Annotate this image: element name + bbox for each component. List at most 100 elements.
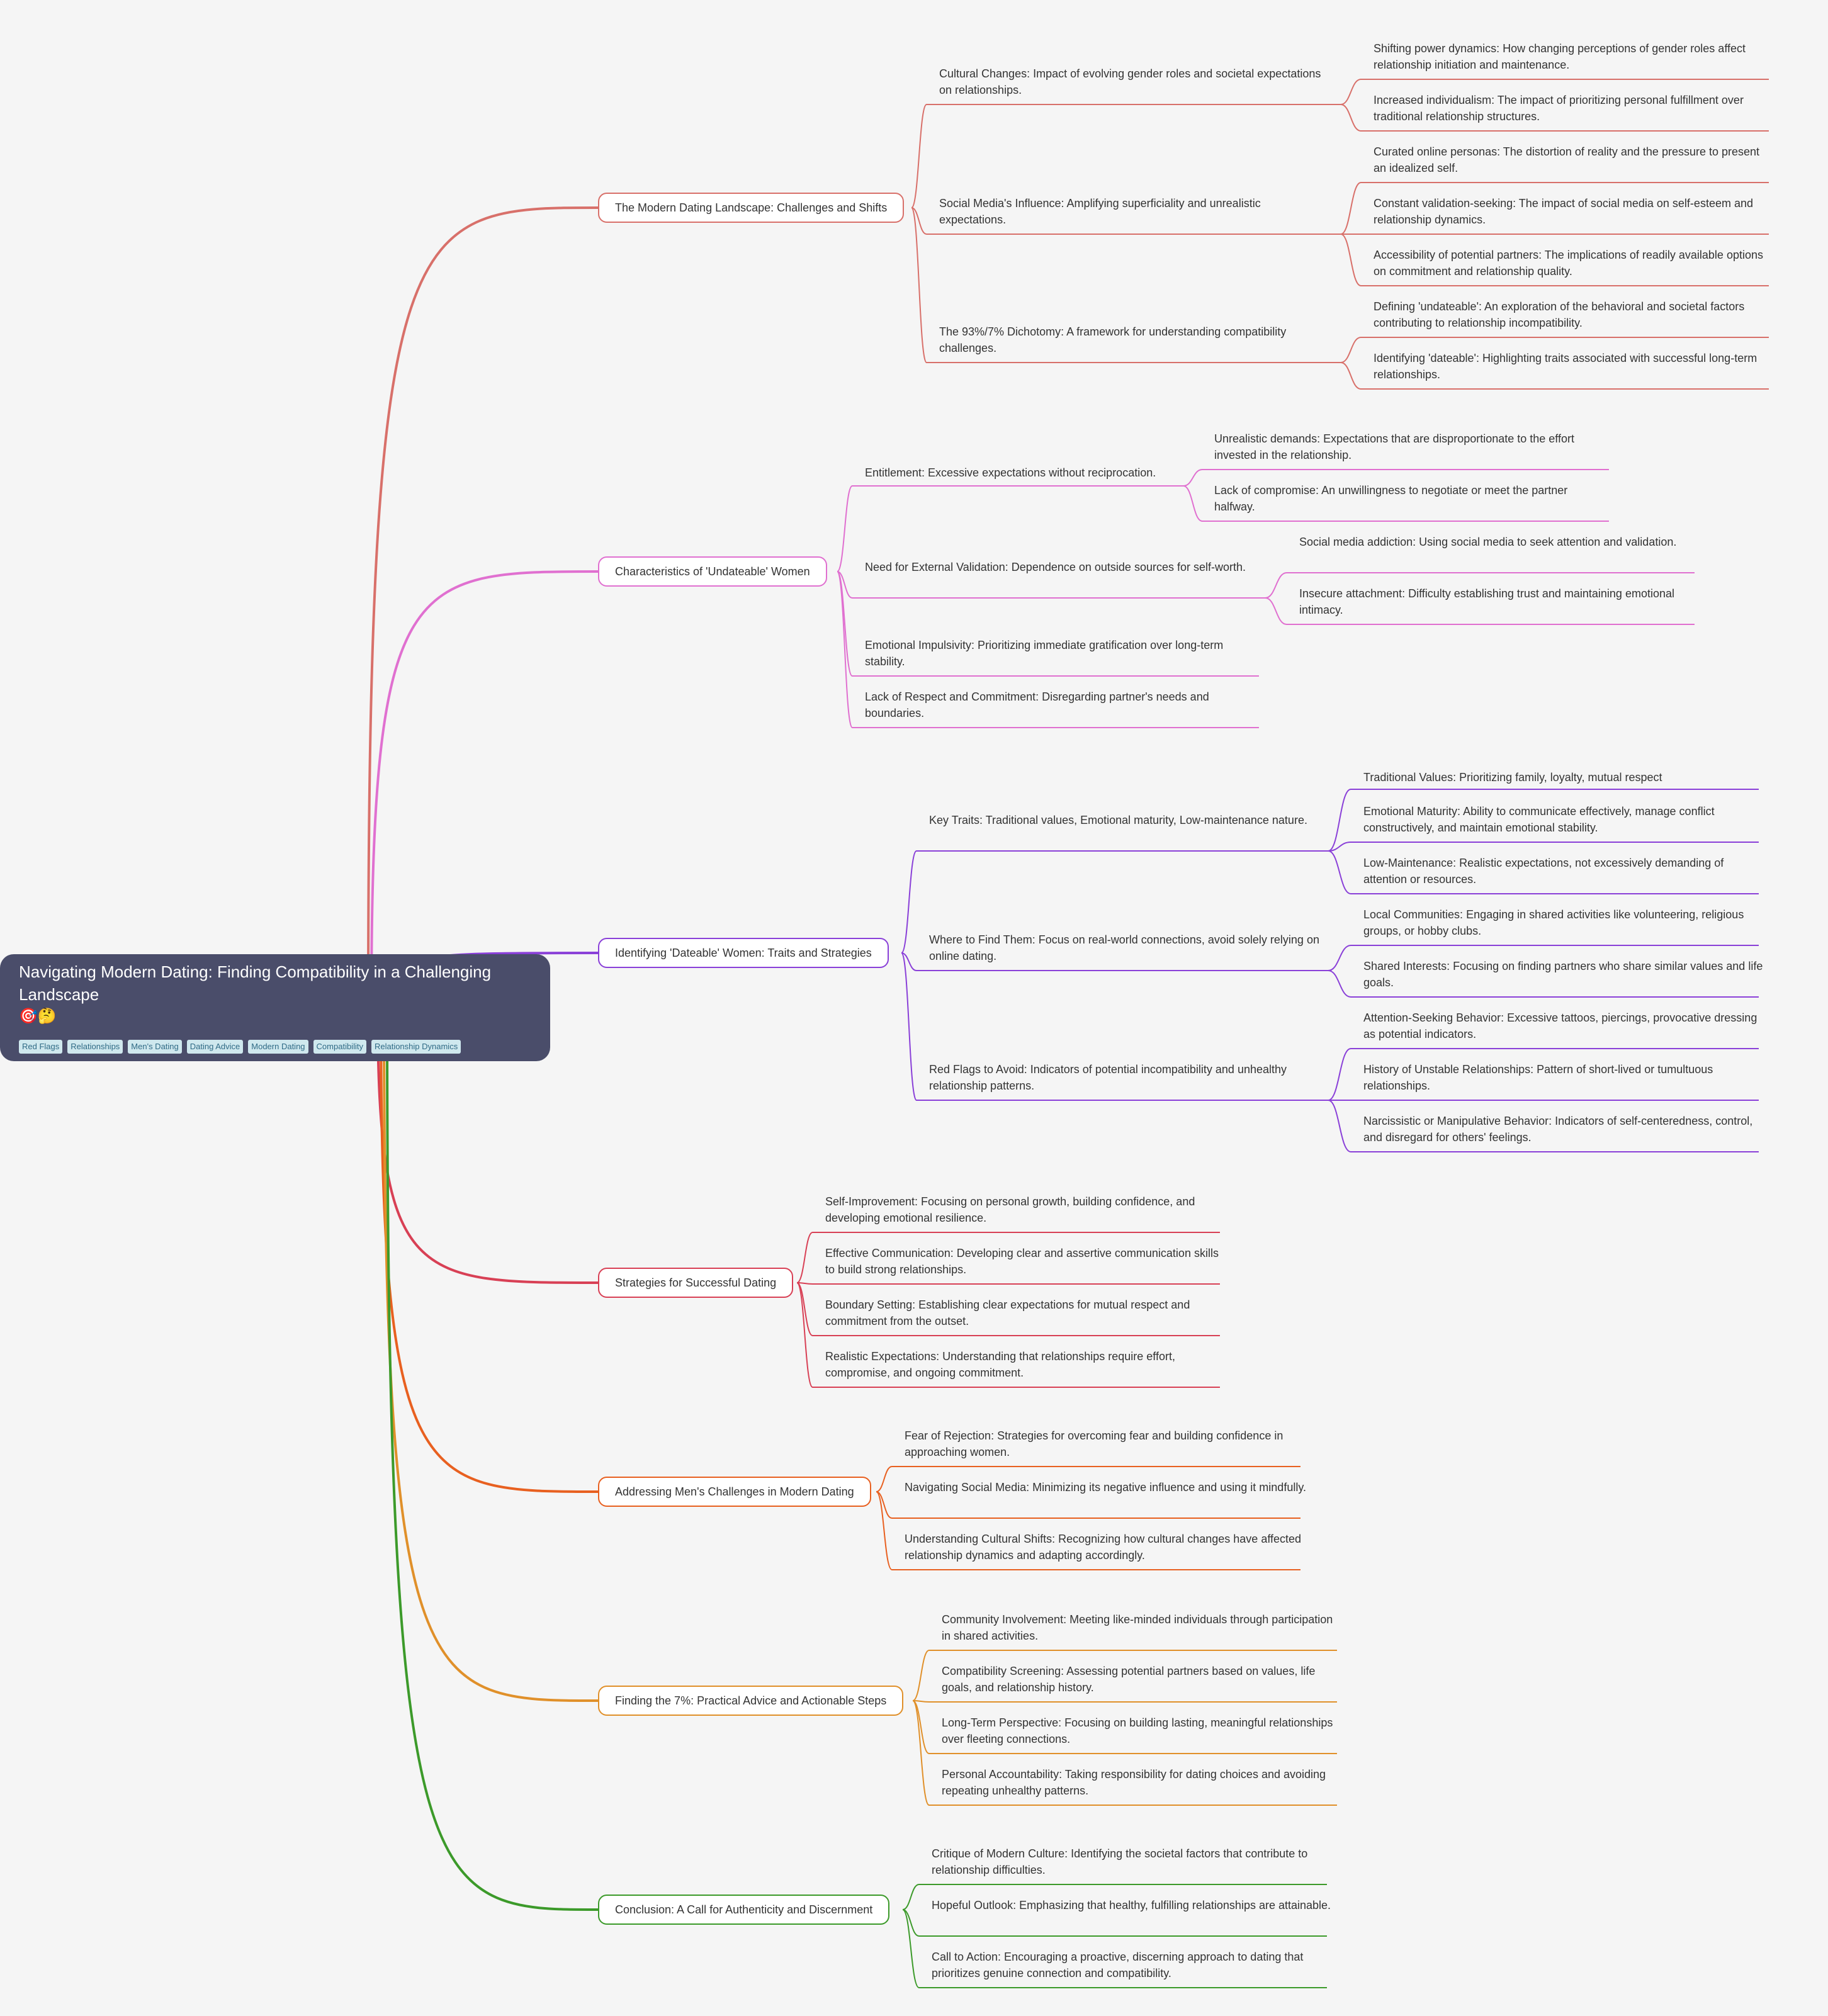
node-connector [837,571,853,599]
tag-dating-advice[interactable]: Dating Advice [186,1040,244,1054]
node-shifting-power-dynamics[interactable]: Shifting power dynamics: How changing pe… [1374,42,1746,71]
branch-dateable-traits[interactable]: Identifying 'Dateable' Women: Traits and… [598,938,889,968]
node-key-traits[interactable]: Key Traits: Traditional values, Emotiona… [929,814,1307,826]
node-local-communities[interactable]: Local Communities: Engaging in shared ac… [1363,908,1744,937]
node-critique-of-modern-culture[interactable]: Critique of Modern Culture: Identifying … [932,1847,1308,1876]
tag-relationship-dynamics[interactable]: Relationship Dynamics [371,1040,461,1054]
node-unstable-relationships[interactable]: History of Unstable Relationships: Patte… [1363,1063,1713,1092]
node-connector [901,850,917,954]
node-shared-interests[interactable]: Shared Interests: Focusing on finding pa… [1363,960,1763,989]
node-narcissistic-behavior[interactable]: Narcissistic or Manipulative Behavior: I… [1363,1115,1753,1144]
branch-conclusion[interactable]: Conclusion: A Call for Authenticity and … [598,1895,890,1925]
node-connector [902,1909,920,1988]
node-connector [1328,789,1351,852]
node-lack-of-compromise[interactable]: Lack of compromise: An unwillingness to … [1214,484,1568,513]
node-connector [837,485,853,572]
node-personal-accountability[interactable]: Personal Accountability: Taking responsi… [942,1768,1326,1797]
node-93-7-dichotomy[interactable]: The 93%/7% Dichotomy: A framework for un… [939,325,1287,354]
node-social-media-addiction[interactable]: Social media addiction: Using social med… [1299,536,1677,548]
node-effective-communication[interactable]: Effective Communication: Developing clea… [825,1247,1219,1276]
branch-connector [383,1006,599,1702]
root-tags: Red Flags Relationships Men's Dating Dating… [19,1040,466,1054]
node-where-to-find[interactable]: Where to Find Them: Focus on real-world … [929,933,1319,962]
root-node[interactable]: Navigating Modern Dating: Finding Compat… [0,954,550,1061]
node-lack-of-respect[interactable]: Lack of Respect and Commitment: Disregar… [865,690,1209,719]
node-compatibility-screening[interactable]: Compatibility Screening: Assessing poten… [942,1665,1316,1694]
node-emotional-maturity[interactable]: Emotional Maturity: Ability to communica… [1363,805,1715,834]
root-title: Navigating Modern Dating: Finding Compat… [19,962,492,1004]
node-connector [911,207,927,235]
root-emoji-icons: 🎯🤔 [19,1008,57,1025]
node-connector [1183,469,1203,487]
node-attention-seeking[interactable]: Attention-Seeking Behavior: Excessive ta… [1363,1011,1757,1040]
tag-mens-dating[interactable]: Men's Dating [128,1040,182,1054]
node-constant-validation-seeking[interactable]: Constant validation-seeking: The impact … [1374,197,1753,226]
node-unrealistic-demands[interactable]: Unrealistic demands: Expectations that a… [1214,432,1574,461]
node-insecure-attachment[interactable]: Insecure attachment: Difficulty establis… [1299,587,1674,616]
node-traditional-values[interactable]: Traditional Values: Prioritizing family,… [1363,771,1662,784]
node-connector [902,1884,920,1910]
node-fear-of-rejection[interactable]: Fear of Rejection: Strategies for overco… [905,1429,1284,1458]
node-connector [1328,842,1351,852]
node-connector [837,571,853,728]
branch-undateable-characteristics[interactable]: Characteristics of 'Undateable' Women [598,556,827,587]
node-community-involvement[interactable]: Community Involvement: Meeting like-mind… [942,1613,1333,1642]
node-connector [1340,337,1362,363]
node-connector [1328,1048,1351,1101]
tag-relationships[interactable]: Relationships [67,1040,123,1054]
node-accessibility-of-partners[interactable]: Accessibility of potential partners: The… [1374,249,1763,278]
node-cultural-changes[interactable]: Cultural Changes: Impact of evolving gen… [939,67,1321,96]
node-connector [912,1700,930,1806]
node-defining-undateable[interactable]: Defining 'undateable': An exploration of… [1374,300,1745,329]
node-emotional-impulsivity[interactable]: Emotional Impulsivity: Prioritizing imme… [865,639,1224,668]
tag-compatibility[interactable]: Compatibility [313,1040,366,1054]
branch-modern-dating-landscape[interactable]: The Modern Dating Landscape: Challenges … [598,193,905,223]
node-external-validation[interactable]: Need for External Validation: Dependence… [865,561,1246,573]
node-connector [1183,485,1203,522]
node-connector [911,104,927,208]
node-identifying-dateable[interactable]: Identifying 'dateable': Highlighting tra… [1374,352,1757,381]
node-realistic-expectations[interactable]: Realistic Expectations: Understanding th… [825,1350,1175,1379]
node-increased-individualism[interactable]: Increased individualism: The impact of p… [1374,94,1744,123]
node-connector [911,207,927,363]
node-call-to-action[interactable]: Call to Action: Encouraging a proactive,… [932,1951,1304,1979]
node-connector [1265,572,1287,599]
node-connector [796,1282,813,1388]
node-connector [876,1491,893,1570]
tag-red-flags[interactable]: Red Flags [19,1040,63,1054]
node-curated-online-personas[interactable]: Curated online personas: The distortion … [1374,145,1760,174]
node-connector [796,1232,813,1283]
node-hopeful-outlook[interactable]: Hopeful Outlook: Emphasizing that health… [932,1899,1331,1912]
node-navigating-social-media[interactable]: Navigating Social Media: Minimizing its … [905,1481,1306,1494]
node-connector [1340,104,1362,132]
branch-connector [386,1006,599,1911]
node-connector [1328,970,1351,998]
branch-connector [380,1006,599,1493]
node-connector [1328,850,1351,894]
node-connector [902,1909,920,1937]
node-understanding-cultural-shifts[interactable]: Understanding Cultural Shifts: Recognizi… [905,1533,1302,1562]
node-self-improvement[interactable]: Self-Improvement: Focusing on personal g… [825,1195,1195,1224]
branch-finding-the-seven-percent[interactable]: Finding the 7%: Practical Advice and Act… [598,1686,904,1716]
node-red-flags[interactable]: Red Flags to Avoid: Indicators of potent… [929,1063,1287,1092]
node-connector [912,1650,930,1701]
branch-connector [370,570,599,1008]
node-low-maintenance[interactable]: Low-Maintenance: Realistic expectations,… [1363,857,1724,886]
node-social-media-influence[interactable]: Social Media's Influence: Amplifying sup… [939,197,1261,226]
node-connector [1265,597,1287,625]
node-connector [796,1282,813,1285]
node-connector [1340,79,1362,105]
node-connector [1328,1100,1351,1152]
node-connector [1340,362,1362,390]
node-long-term-perspective[interactable]: Long-Term Perspective: Focusing on build… [942,1716,1333,1745]
node-connector [1328,945,1351,971]
node-entitlement[interactable]: Entitlement: Excessive expectations with… [865,466,1156,479]
node-connector [1340,182,1362,235]
tag-modern-dating[interactable]: Modern Dating [248,1040,308,1054]
node-boundary-setting[interactable]: Boundary Setting: Establishing clear exp… [825,1298,1190,1327]
node-connector [901,952,917,971]
branch-mens-challenges[interactable]: Addressing Men's Challenges in Modern Da… [598,1477,871,1507]
node-connector [876,1466,893,1492]
branch-successful-dating-strategies[interactable]: Strategies for Successful Dating [598,1268,794,1298]
